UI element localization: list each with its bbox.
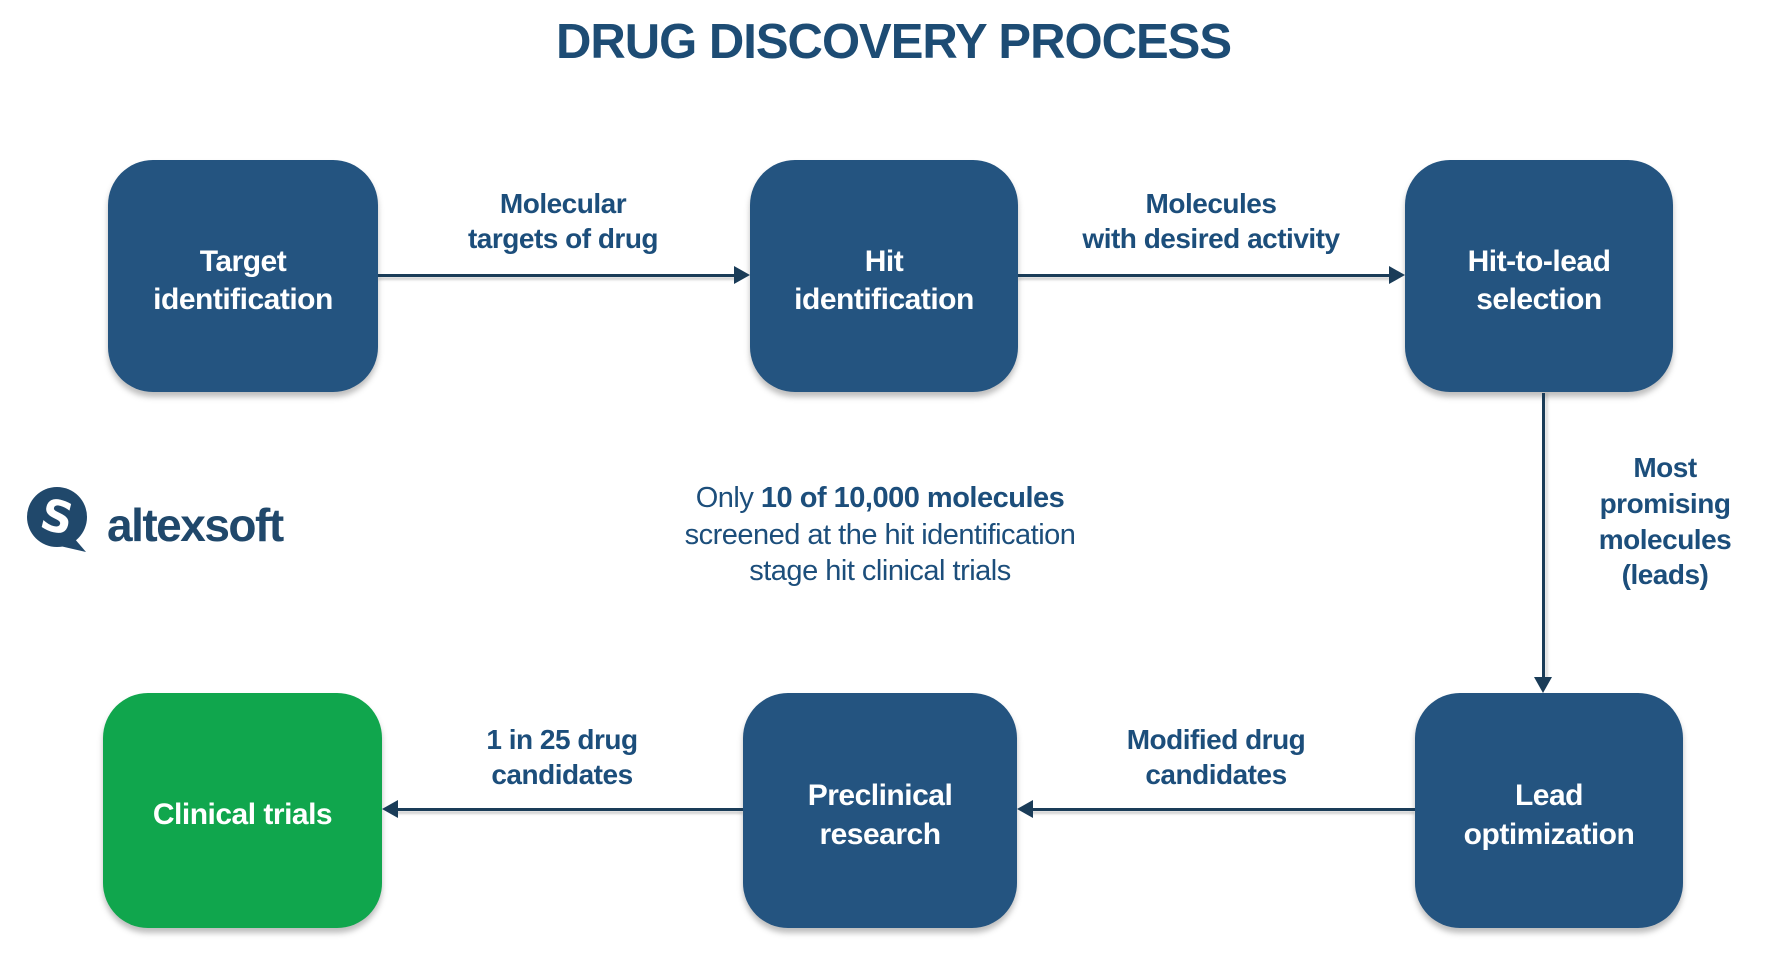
arrowhead-right-icon (734, 266, 750, 284)
stage-box-hit-to-lead-selection: Hit-to-lead selection (1405, 160, 1673, 392)
arrow-label-molecular-targets: Molecular targets of drug (467, 188, 659, 254)
arrowhead-right-icon (1389, 266, 1405, 284)
altexsoft-logo: S altexsoft (26, 486, 284, 556)
stage-box-preclinical-research: Preclinical research (743, 693, 1017, 928)
brand-wordmark: altexsoft (107, 499, 284, 551)
arrow-hit-to-lead-to-lead-optimization (1542, 393, 1545, 679)
speech-bubble-s-icon: S (27, 487, 87, 552)
stage-box-clinical-trials: Clinical trials (103, 693, 382, 928)
stat-prefix: Only (695, 482, 761, 514)
stat-rest: screened at the hit identification stage… (684, 518, 1076, 588)
arrowhead-down-icon (1534, 677, 1552, 693)
stage-box-hit-identification: Hit identification (750, 160, 1018, 392)
arrowhead-left-icon (382, 800, 398, 818)
arrowhead-left-icon (1017, 800, 1033, 818)
arrow-label-most-promising: Most promising molecules (leads) (1598, 452, 1732, 591)
arrow-target-to-hit (378, 274, 736, 277)
arrow-preclinical-to-clinical (396, 808, 743, 811)
arrow-label-1-in-25: 1 in 25 drug candidates (486, 724, 638, 790)
stat-text: Only 10 of 10,000 molecules screened at … (580, 480, 1180, 590)
stage-box-lead-optimization: Lead optimization (1415, 693, 1683, 928)
arrow-label-desired-activity: Molecules with desired activity (1082, 188, 1340, 254)
arrow-hit-to-hit-to-lead (1018, 274, 1391, 277)
page-title: DRUG DISCOVERY PROCESS (555, 15, 1232, 69)
arrow-lead-to-preclinical (1031, 808, 1415, 811)
arrow-label-modified-candidates: Modified drug candidates (1126, 724, 1306, 790)
stage-box-target-identification: Target identification (108, 160, 378, 392)
stat-highlight: 10 of 10,000 molecules (760, 482, 1065, 514)
